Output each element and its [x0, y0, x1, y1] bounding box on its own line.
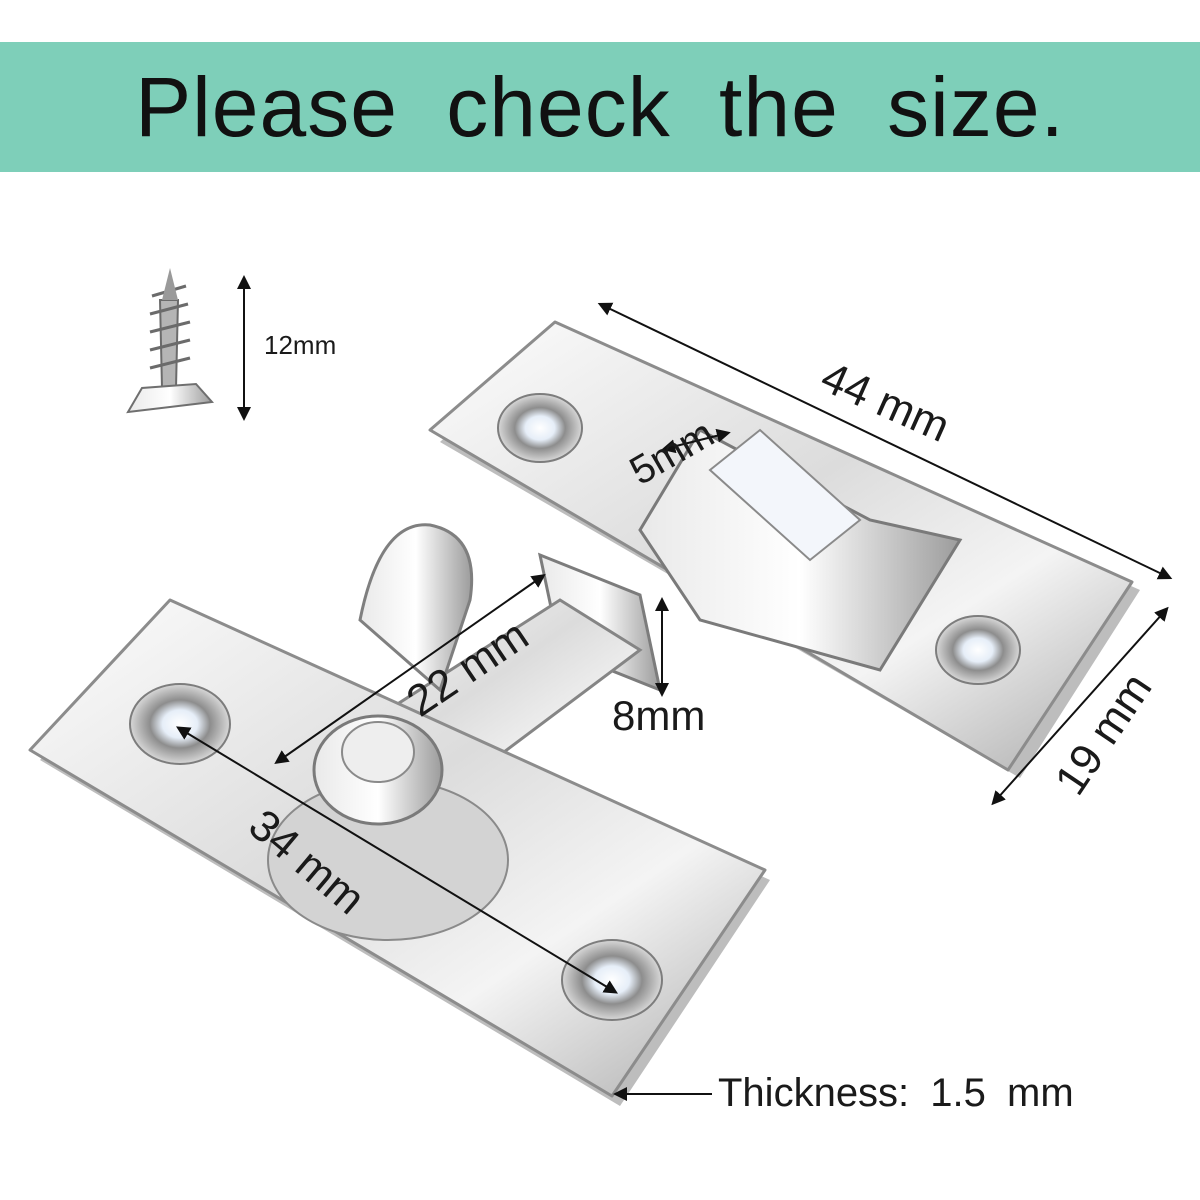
banner-title: Please check the size.: [135, 60, 1065, 154]
screw-length-label: 12mm: [264, 330, 336, 360]
title-banner: Please check the size.: [0, 42, 1200, 172]
length-dimension-line: [597, 302, 1173, 580]
screw-hole: [935, 615, 1021, 685]
plate-length-label: 44 mm: [814, 352, 957, 451]
spacing-dimension-line: [176, 726, 618, 994]
screw-hole: [497, 393, 583, 463]
width-dimension-line: [991, 606, 1169, 806]
thickness-label: Thickness: 1.5 mm: [718, 1071, 1074, 1115]
slot-dimension-line: [661, 428, 731, 454]
screw-icon: [126, 268, 215, 414]
screw-hole: [129, 683, 231, 765]
bolt-height-label: 8mm: [612, 692, 705, 739]
screw-hole: [561, 939, 663, 1021]
